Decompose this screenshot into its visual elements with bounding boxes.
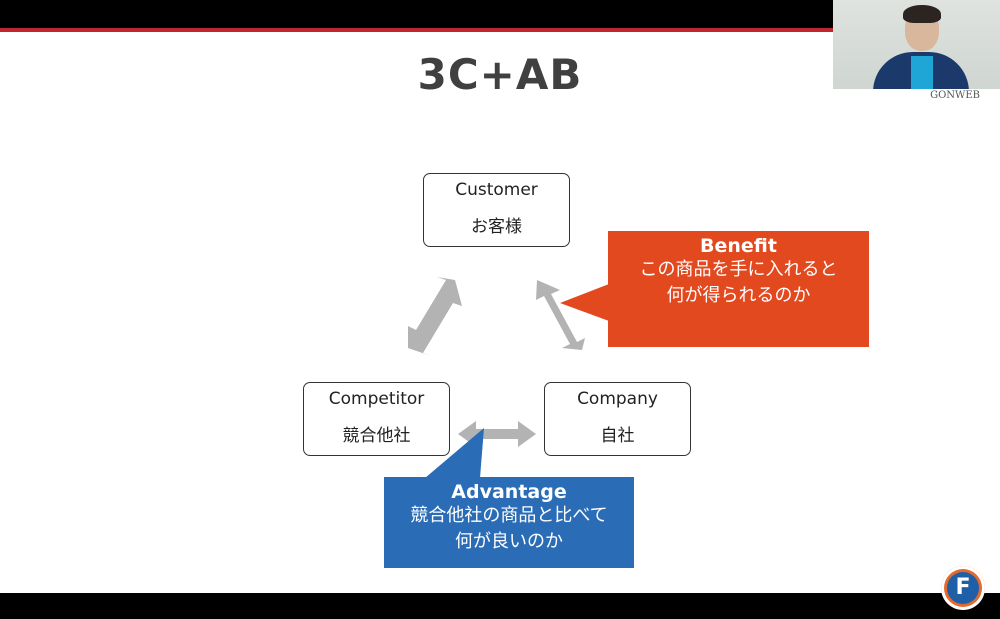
customer-box: Customer お客様	[423, 173, 570, 247]
benefit-line-1: この商品を手に入れると	[639, 259, 838, 280]
company-label-en: Company	[577, 389, 658, 409]
advantage-line-1: 競合他社の商品と比べて	[410, 505, 608, 526]
benefit-line-2: 何が得られるのか	[666, 285, 811, 306]
benefit-pointer	[560, 284, 609, 321]
presentation-slide: 3C+AB Customer お客様 Competitor 競合他社 Compa…	[0, 28, 1000, 593]
webcam-overlay: GONWEB	[833, 0, 1000, 103]
relationship-arrows	[408, 277, 609, 478]
company-label-jp: 自社	[600, 426, 635, 446]
advantage-pointer	[425, 428, 484, 478]
slide-accent-line	[0, 28, 1000, 32]
arrow-customer-competitor	[408, 277, 462, 356]
competitor-box: Competitor 競合他社	[303, 382, 450, 456]
advantage-callout: Advantage 競合他社の商品と比べて 何が良いのか	[384, 477, 634, 568]
channel-logo-letter: F	[947, 572, 979, 604]
webcam-brand-label: GONWEB	[833, 89, 1000, 103]
slide-title: 3C+AB	[417, 50, 583, 99]
presenter-hair	[903, 5, 941, 23]
customer-label-jp: お客様	[471, 217, 522, 237]
arrow-customer-company	[536, 280, 585, 350]
customer-label-en: Customer	[455, 180, 538, 200]
competitor-label-en: Competitor	[328, 389, 425, 409]
channel-logo-icon: F	[941, 566, 985, 610]
advantage-line-2: 何が良いのか	[455, 531, 563, 552]
benefit-callout: Benefit この商品を手に入れると 何が得られるのか	[608, 231, 869, 347]
advantage-heading: Advantage	[451, 481, 567, 503]
arrow-competitor-company	[458, 421, 536, 447]
competitor-label-jp: 競合他社	[342, 426, 411, 446]
company-box: Company 自社	[544, 382, 691, 456]
benefit-heading: Benefit	[700, 235, 777, 257]
presenter-shirt	[911, 56, 933, 96]
